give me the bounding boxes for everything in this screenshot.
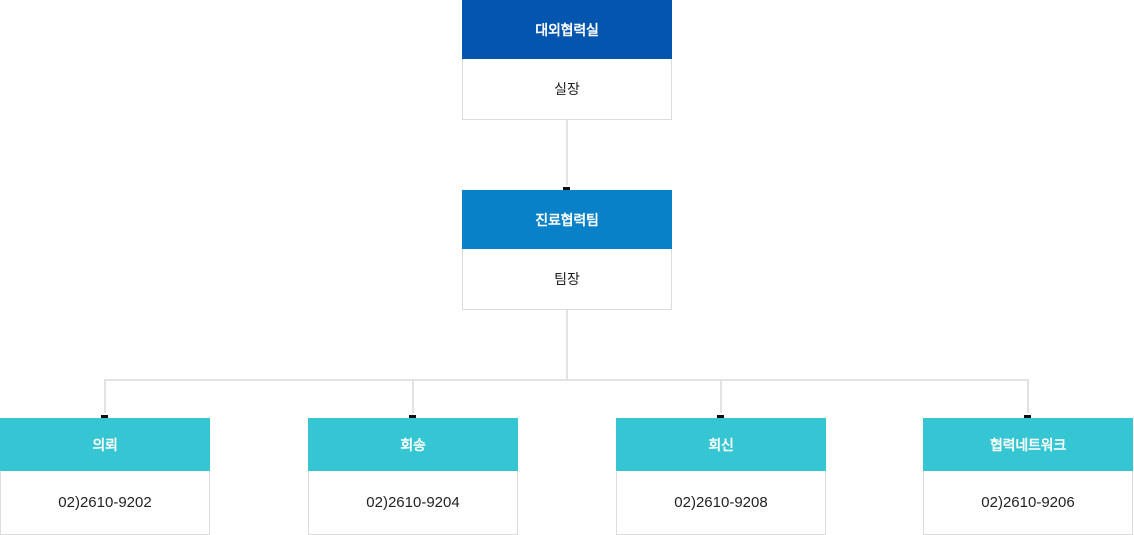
- org-node-level3-4-title: 협력네트워크: [923, 418, 1133, 471]
- org-node-level3-3-phone: 02)2610-9208: [616, 471, 826, 535]
- org-node-level3-4-phone: 02)2610-9206: [923, 471, 1133, 535]
- org-node-level3-3[interactable]: 회신 02)2610-9208: [616, 418, 826, 535]
- connector-level1-to-level2: [566, 120, 568, 190]
- org-node-level1[interactable]: 대외협력실 실장: [462, 0, 672, 120]
- org-node-level2-subtitle: 팀장: [462, 249, 672, 310]
- org-node-level3-1-title: 의뢰: [0, 418, 210, 471]
- connector-drop-4: [1027, 379, 1029, 421]
- org-node-level2-title: 진료협력팀: [462, 190, 672, 249]
- connector-drop-1: [104, 379, 106, 421]
- org-node-level3-4[interactable]: 협력네트워크 02)2610-9206: [923, 418, 1133, 535]
- connector-drop-3: [720, 379, 722, 421]
- org-node-level3-2[interactable]: 회송 02)2610-9204: [308, 418, 518, 535]
- connector-horizontal-bus: [105, 379, 1029, 381]
- org-node-level3-2-phone: 02)2610-9204: [308, 471, 518, 535]
- org-node-level1-subtitle: 실장: [462, 59, 672, 120]
- org-node-level1-title: 대외협력실: [462, 0, 672, 59]
- org-node-level2[interactable]: 진료협력팀 팀장: [462, 190, 672, 310]
- connector-drop-2: [412, 379, 414, 421]
- org-node-level3-2-title: 회송: [308, 418, 518, 471]
- org-node-level3-3-title: 회신: [616, 418, 826, 471]
- connector-level2-to-bus: [566, 310, 568, 380]
- org-node-level3-1-phone: 02)2610-9202: [0, 471, 210, 535]
- org-node-level3-1[interactable]: 의뢰 02)2610-9202: [0, 418, 210, 535]
